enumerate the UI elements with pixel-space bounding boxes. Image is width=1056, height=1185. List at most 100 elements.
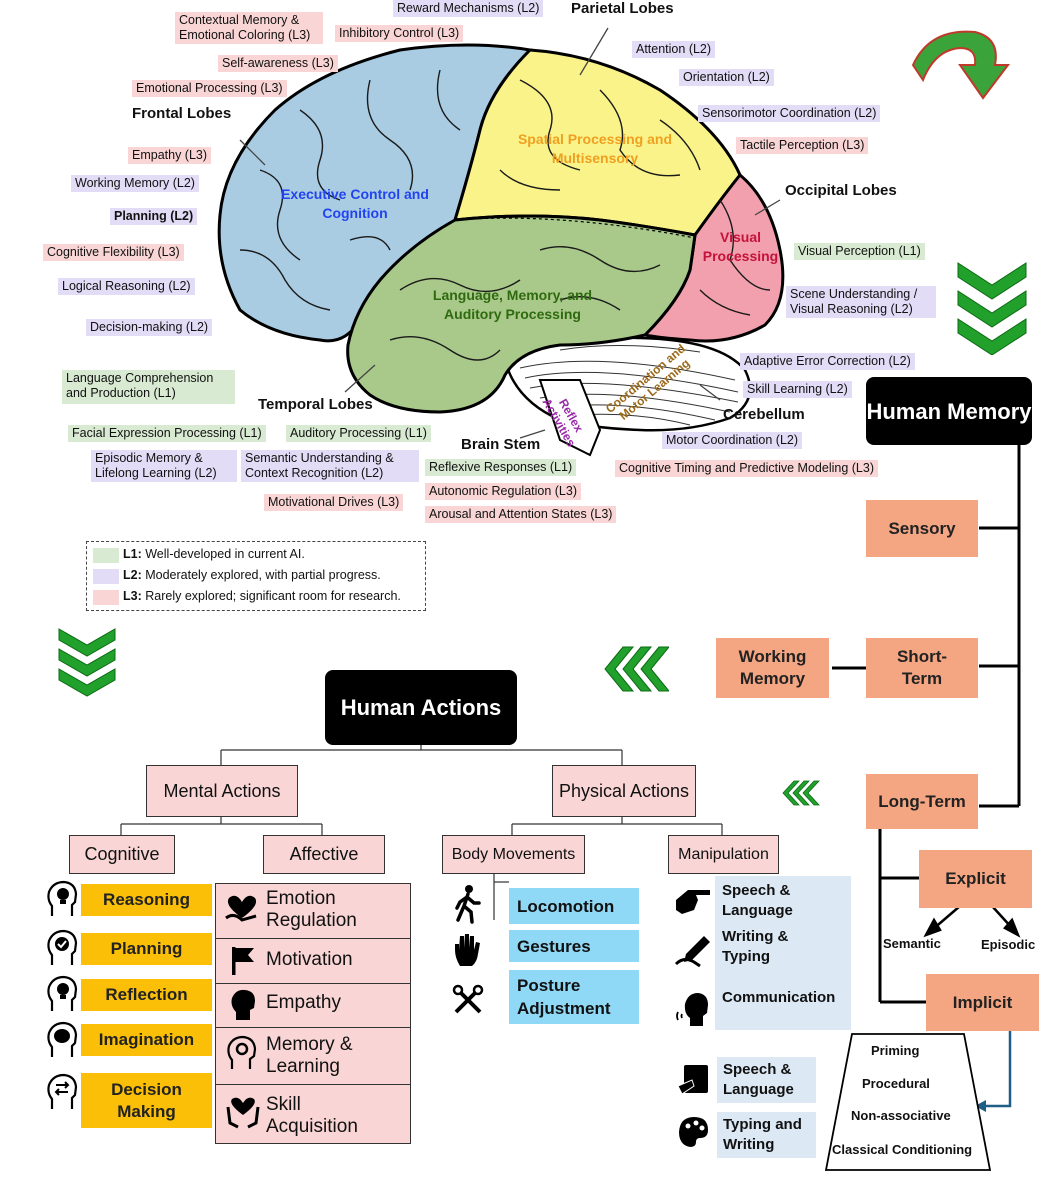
parietal-lobe-label: Parietal Lobes (571, 0, 674, 17)
episodic-label: Episodic (981, 937, 1036, 952)
planning-item: Planning (81, 933, 212, 965)
working-memory-box: Working Memory (716, 638, 829, 698)
brain-stem-shape (538, 379, 602, 457)
semantic-label: Semantic (883, 936, 941, 951)
semantic-understanding-label: Semantic Understanding & Context Recogni… (241, 450, 419, 482)
implicit-type-procedural: Procedural (862, 1076, 930, 1091)
chevron-left-icon (604, 646, 669, 692)
typing-writing-extra-item: Typing and Writing (723, 1116, 802, 1153)
legend-swatch-l3 (93, 590, 119, 605)
skill-learning-label: Skill Learning (L2) (743, 381, 852, 398)
curved-arrow-icon (911, 30, 1011, 100)
legend-row-l1: L1: Well-developed in current AI. (123, 547, 305, 561)
sensory-box: Sensory (866, 500, 978, 557)
locomotion-item: Locomotion (509, 888, 639, 924)
cognitive-flexibility-label: Cognitive Flexibility (L3) (43, 244, 184, 261)
hand-icon (455, 934, 480, 966)
reflexive-responses-label: Reflexive Responses (L1) (425, 459, 577, 476)
body-movements-box: Body Movements (442, 835, 585, 874)
hands-heart-icon (226, 1097, 260, 1129)
long-term-box: Long-Term (866, 774, 978, 829)
speaking-head-icon (676, 993, 708, 1026)
occipital-lobe-label: Occipital Lobes (785, 182, 897, 199)
visual-perception-label: Visual Perception (L1) (794, 243, 925, 260)
implicit-type-priming: Priming (871, 1043, 920, 1058)
language-comprehension-label: Language Comprehension and Production (L… (62, 370, 235, 404)
human-memory-title: Human Memory (866, 377, 1032, 445)
head-lightbulb-icon (47, 975, 78, 1011)
imagination-item: Imagination (81, 1024, 212, 1056)
skill-acquisition-item: Skill Acquisition (266, 1094, 358, 1137)
motivational-drives-label: Motivational Drives (L3) (264, 494, 404, 511)
sensorimotor-label: Sensorimotor Coordination (L2) (698, 105, 881, 122)
implicit-trapezoid (824, 1033, 992, 1171)
head-profile-icon (231, 989, 255, 1020)
speech-language-extra-item: Speech & Language (723, 1061, 794, 1098)
physical-actions-box: Physical Actions (552, 765, 696, 817)
short-term-box: Short-Term (866, 638, 978, 698)
implicit-type-classical: Classical Conditioning (832, 1142, 973, 1157)
inhibitory-control-label: Inhibitory Control (L3) (335, 25, 464, 42)
actions-tree-lines (120, 745, 723, 920)
decision-making-item: Decision Making (81, 1073, 212, 1128)
memory-learning-item: Memory & Learning (266, 1034, 353, 1077)
working-memory-label: Working Memory (L2) (71, 175, 199, 192)
affective-box: Affective (263, 835, 385, 874)
empathy-label: Empathy (L3) (128, 147, 212, 164)
speech-language-panel (717, 1057, 816, 1103)
auditory-processing-label: Auditory Processing (L1) (286, 425, 431, 442)
legend-row-l2: L2: Moderately explored, with partial pr… (123, 568, 381, 582)
executive-region-label: Executive Control and Cognition (281, 186, 429, 221)
tools-icon (452, 984, 484, 1014)
communication-item: Communication (722, 989, 836, 1006)
cognitive-timing-label: Cognitive Timing and Predictive Modeling… (615, 460, 878, 477)
arousal-attention-label: Arousal and Attention States (L3) (425, 506, 617, 523)
brain-illustration (217, 27, 785, 457)
walking-person-icon (455, 885, 481, 924)
head-lightbulb-icon (47, 880, 78, 916)
tablet-writing-icon (677, 1065, 708, 1095)
chevron-left-icon (782, 780, 820, 806)
posture-adjustment-item: Posture Adjustment (509, 970, 639, 1024)
adaptive-error-label: Adaptive Error Correction (L2) (740, 353, 915, 370)
decision-making-label: Decision-making (L2) (86, 319, 213, 336)
head-arrows-icon (47, 1073, 78, 1109)
facial-expression-label: Facial Expression Processing (L1) (68, 425, 266, 442)
flag-icon (232, 947, 254, 975)
self-awareness-label: Self-awareness (L3) (218, 55, 338, 72)
legend: L1: Well-developed in current AI. L2: Mo… (86, 541, 426, 611)
head-gear-icon (227, 1035, 257, 1069)
implicit-box: Implicit (926, 974, 1039, 1031)
explicit-box: Explicit (919, 850, 1032, 908)
affective-divider (215, 983, 411, 984)
orientation-label: Orientation (L2) (679, 69, 774, 86)
legend-swatch-l2 (93, 569, 119, 584)
chevron-down-icon (957, 262, 1027, 355)
memory-tree-lines (832, 440, 1021, 1112)
tactile-perception-label: Tactile Perception (L3) (736, 137, 869, 154)
heart-hand-icon (225, 895, 257, 922)
motor-coordination-label: Motor Coordination (L2) (662, 432, 803, 449)
cerebellum-label: Cerebellum (723, 406, 805, 423)
attention-label: Attention (L2) (632, 41, 716, 58)
emotion-regulation-item: Emotion Regulation (266, 888, 357, 931)
planning-label: Planning (L2) (110, 208, 198, 225)
autonomic-regulation-label: Autonomic Regulation (L3) (425, 483, 581, 500)
contextual-memory-label: Contextual Memory & Emotional Coloring (… (175, 12, 323, 44)
cognitive-box: Cognitive (69, 835, 175, 874)
logical-reasoning-label: Logical Reasoning (L2) (58, 278, 195, 295)
reward-mechanisms-label: Reward Mechanisms (L2) (393, 0, 544, 17)
scene-understanding-label: Scene Understanding / Visual Reasoning (… (786, 286, 936, 318)
writing-typing-item: Writing & Typing (722, 928, 789, 965)
gestures-item: Gestures (509, 930, 639, 962)
chevron-down-icon (58, 628, 116, 697)
reasoning-item: Reasoning (81, 884, 212, 916)
empathy-item: Empathy (266, 992, 341, 1013)
motivation-item: Motivation (266, 949, 353, 970)
palette-hand-icon (679, 1117, 708, 1147)
human-actions-title: Human Actions (325, 670, 517, 745)
temporal-lobe-label: Temporal Lobes (258, 396, 373, 413)
pointing-hand-icon (676, 890, 710, 914)
manipulation-panel (715, 876, 851, 1030)
